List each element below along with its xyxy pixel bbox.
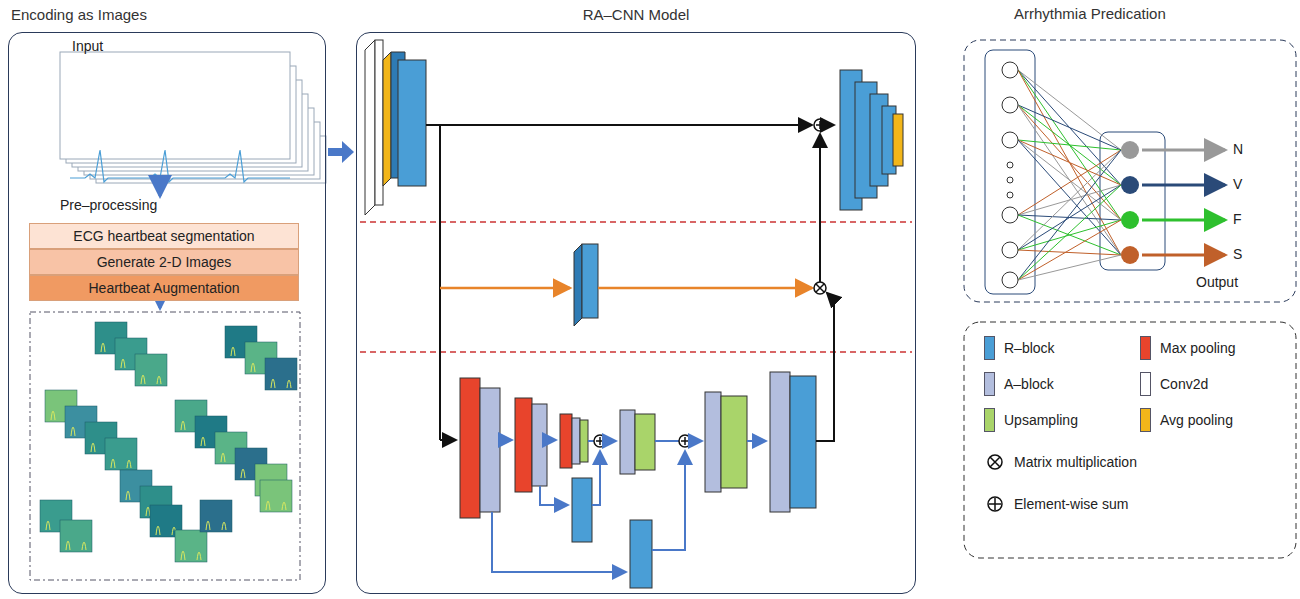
net-link: [1018, 220, 1121, 250]
net-link: [1018, 150, 1121, 280]
legend-item: Max pooling: [1140, 336, 1236, 360]
net-link: [1018, 150, 1121, 215]
legend-item: Upsampling: [984, 408, 1078, 432]
step-text: Heartbeat Augmentation: [89, 280, 240, 296]
net-link: [1018, 140, 1121, 185]
flow-arrow: [328, 141, 354, 163]
net-link: [1018, 105, 1121, 185]
net-link: [1018, 220, 1121, 280]
heartbeat-image: [175, 530, 207, 562]
legend-item: Matrix multiplication: [984, 450, 1137, 474]
input-neuron: [1002, 272, 1018, 288]
legend-text: R–block: [1004, 340, 1055, 356]
class-label: V: [1233, 176, 1242, 192]
net-link: [1018, 255, 1121, 280]
heartbeat-image: [60, 520, 92, 552]
net-link: [1018, 250, 1121, 255]
legend-swatch: [984, 336, 995, 360]
net-link: [1018, 105, 1121, 220]
legend-item: A–block: [984, 372, 1054, 396]
net-link: [1018, 140, 1121, 255]
input-neuron: [1002, 242, 1018, 258]
process-bar: Generate 2-D Images: [29, 249, 299, 275]
ellipsis-dot: [1007, 162, 1013, 168]
net-link: [1018, 140, 1121, 220]
panel: Encoding as ImagesECG heartbeat segmenta…: [8, 32, 326, 594]
legend-swatch: [1140, 408, 1151, 432]
panel-title: Arrhythmia Predication: [1014, 5, 1166, 22]
ellipsis-dot: [1007, 177, 1013, 183]
heartbeat-image: [105, 438, 137, 470]
note-label: Output: [1196, 274, 1238, 290]
heartbeat-image: [265, 358, 297, 390]
class-label: S: [1233, 246, 1242, 262]
input-neuron: [1002, 62, 1018, 78]
legend-swatch: [1140, 336, 1151, 360]
panel-title: RA–CNN Model: [357, 6, 915, 23]
legend-text: Upsampling: [1004, 412, 1078, 428]
legend-swatch: [1140, 372, 1151, 396]
legend-symbol: [984, 492, 1006, 516]
note-label: Input: [72, 38, 103, 54]
legend-swatch: [984, 372, 995, 396]
net-link: [1018, 140, 1121, 150]
input-neuron: [1002, 132, 1018, 148]
legend-text: Max pooling: [1160, 340, 1236, 356]
panel-title: Encoding as Images: [11, 6, 147, 23]
step-text: ECG heartbeat segmentation: [73, 228, 254, 244]
heartbeat-image: [135, 354, 167, 386]
input-neuron: [1002, 207, 1018, 223]
class-label: N: [1233, 141, 1243, 157]
legend-item: R–block: [984, 336, 1055, 360]
process-bar: Heartbeat Augmentation: [29, 275, 299, 301]
legend-text: Conv2d: [1160, 376, 1208, 392]
ecg-sheet: [60, 52, 290, 159]
legend-item: Conv2d: [1140, 372, 1208, 396]
legend-symbol: [984, 450, 1006, 474]
process-bar: ECG heartbeat segmentation: [29, 223, 299, 249]
ellipsis-dot: [1007, 192, 1013, 198]
net-link: [1018, 150, 1121, 250]
legend-text: Matrix multiplication: [1014, 454, 1137, 470]
net-link: [1018, 185, 1121, 250]
legend-item: Avg pooling: [1140, 408, 1233, 432]
heartbeat-image: [260, 480, 292, 512]
panel: RA–CNN Model: [356, 32, 916, 594]
input-neuron: [1002, 97, 1018, 113]
net-link: [1018, 185, 1121, 280]
legend-text: Element-wise sum: [1014, 496, 1128, 512]
net-link: [1018, 70, 1121, 150]
legend-item: Element-wise sum: [984, 492, 1128, 516]
legend-swatch: [984, 408, 995, 432]
legend-text: A–block: [1004, 376, 1054, 392]
heartbeat-image: [200, 500, 232, 532]
net-link: [1018, 70, 1121, 255]
panel: Arrhythmia Predication: [964, 32, 1296, 300]
note-label: Pre–processing: [60, 197, 157, 213]
class-label: F: [1233, 211, 1242, 227]
legend-text: Avg pooling: [1160, 412, 1233, 428]
step-text: Generate 2-D Images: [97, 254, 232, 270]
